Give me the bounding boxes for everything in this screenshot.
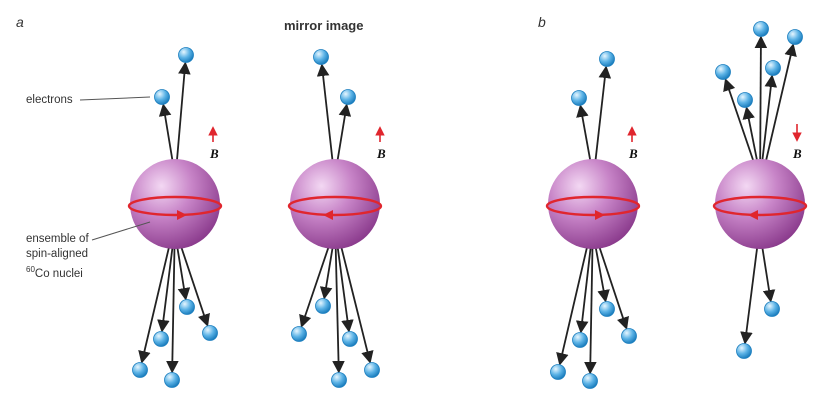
spin-ring xyxy=(545,195,641,217)
electron xyxy=(621,328,637,344)
electron-track xyxy=(597,243,629,330)
electron-track xyxy=(754,35,768,165)
field-label-2: B xyxy=(377,146,386,161)
panel-label-a: a xyxy=(16,14,24,30)
cobalt-nucleus-sphere xyxy=(715,159,805,249)
electron-track xyxy=(166,243,179,374)
electron-track xyxy=(740,243,759,345)
electron-track xyxy=(157,243,174,333)
electron xyxy=(765,60,781,76)
electron-tracks xyxy=(138,35,797,375)
ensemble-label-line3: 60Co nuclei xyxy=(26,262,89,282)
electrons-label: electrons xyxy=(26,94,73,106)
ensemble-nuclei-text: Co nuclei xyxy=(34,267,83,280)
electron-track xyxy=(575,243,592,334)
spin-direction-icon xyxy=(748,210,758,220)
electron-track xyxy=(158,103,174,165)
electron-track xyxy=(175,61,191,165)
ensemble-label: ensemble of spin-aligned 60Co nuclei xyxy=(26,232,89,282)
cobalt-nucleus-sphere xyxy=(130,159,220,249)
electron xyxy=(340,89,356,105)
mirror-image-title: mirror image xyxy=(284,18,364,33)
spin-ring xyxy=(127,195,223,217)
spin-ring xyxy=(287,195,383,217)
electron-track xyxy=(576,104,592,165)
panel-label-b: b xyxy=(538,14,546,30)
electron-track xyxy=(316,63,334,165)
electron xyxy=(599,301,615,317)
electron-track xyxy=(764,43,797,165)
electron-track xyxy=(336,243,354,333)
electrons-group xyxy=(132,21,803,389)
spin-direction-icon xyxy=(323,210,333,220)
electron xyxy=(132,362,148,378)
electron xyxy=(313,49,329,65)
field-label-1: B xyxy=(210,146,219,161)
electron-track xyxy=(594,243,610,303)
electron-track xyxy=(761,74,778,165)
electron-track xyxy=(584,243,597,375)
spin-direction-icon xyxy=(177,210,187,220)
field-label-4: B xyxy=(793,146,802,161)
electron xyxy=(764,301,780,317)
electron xyxy=(179,299,195,315)
electron-track xyxy=(594,65,612,165)
electron-track xyxy=(332,243,345,374)
electron xyxy=(753,21,769,37)
electron-track xyxy=(299,243,331,328)
electron xyxy=(582,373,598,389)
electron xyxy=(736,343,752,359)
ensemble-label-line2: spin-aligned xyxy=(26,248,89,260)
cobalt-nucleus-sphere xyxy=(290,159,380,249)
electron xyxy=(202,325,218,341)
electron xyxy=(572,332,588,348)
electron xyxy=(571,90,587,106)
electron xyxy=(550,364,566,380)
spin-ring xyxy=(712,195,808,217)
electron xyxy=(331,372,347,388)
electron-track xyxy=(339,243,374,364)
electron xyxy=(342,331,358,347)
electron xyxy=(154,89,170,105)
electron xyxy=(715,64,731,80)
electron-track xyxy=(319,243,335,300)
ensemble-mass-number: 60 xyxy=(26,265,35,274)
nuclei-ensembles xyxy=(127,159,808,249)
electron xyxy=(364,362,380,378)
spin-direction-icon xyxy=(595,210,605,220)
electron xyxy=(153,331,169,347)
electrons-pointer-line xyxy=(79,96,151,101)
electron-track xyxy=(175,243,191,301)
electron xyxy=(737,92,753,108)
electron-track xyxy=(742,106,759,165)
annotations xyxy=(79,96,802,241)
field-label-3: B xyxy=(629,146,638,161)
electron xyxy=(787,29,803,45)
electron-track xyxy=(336,103,352,165)
ensemble-pointer-line xyxy=(91,221,151,241)
electron xyxy=(178,47,194,63)
electron-track xyxy=(556,243,589,366)
electron xyxy=(599,51,615,67)
ensemble-label-line1: ensemble of xyxy=(26,233,89,245)
electron-track xyxy=(179,243,210,327)
electron xyxy=(164,372,180,388)
electron-track xyxy=(760,243,776,303)
electron xyxy=(291,326,307,342)
cobalt-nucleus-sphere xyxy=(548,159,638,249)
electron xyxy=(315,298,331,314)
electron-track xyxy=(138,243,171,364)
electron-track xyxy=(723,78,756,165)
